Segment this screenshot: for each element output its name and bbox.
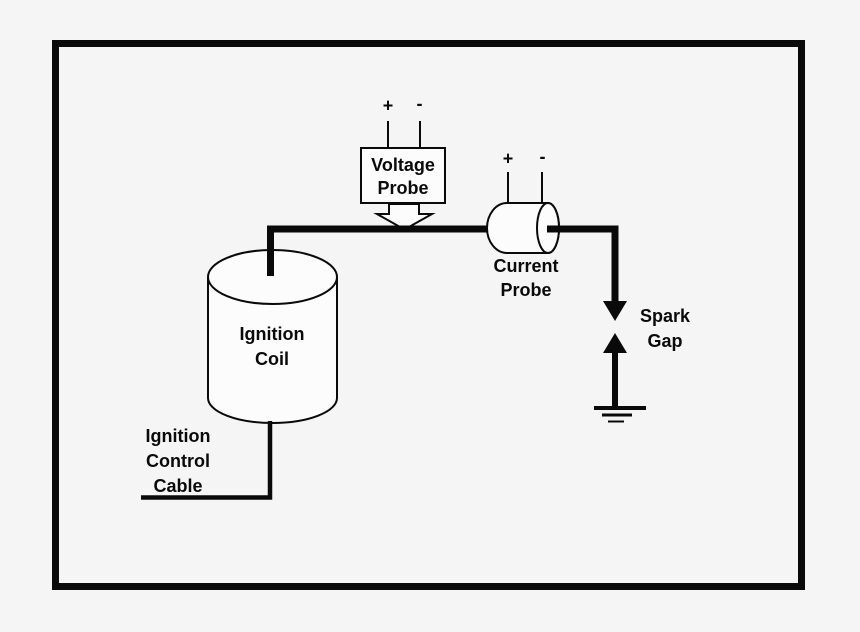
ground-icon — [594, 406, 646, 423]
spark-gap-arrow-up — [603, 333, 627, 353]
current-probe-minus: - — [539, 146, 546, 167]
ignition-control-cable-wire — [141, 421, 273, 500]
current-probe-label: Current Probe — [493, 256, 559, 300]
spark-gap-arrow-down — [603, 301, 627, 321]
voltage-probe-arrow — [373, 203, 436, 231]
ignition-control-cable-label: Ignition Control Cable — [145, 426, 211, 496]
spark-gap-label: Spark Gap — [639, 306, 691, 351]
ignition-coil-label: Ignition Coil — [239, 324, 305, 369]
ignition-coil-body — [207, 277, 338, 424]
outer-frame — [52, 40, 805, 590]
voltage-probe-minus: - — [416, 93, 423, 114]
current-probe-terminal-leads — [507, 172, 543, 203]
voltage-probe-terminal-leads — [387, 121, 421, 148]
voltage-probe-plus: + — [382, 95, 394, 116]
primary-wire — [267, 225, 619, 303]
voltage-probe-box — [360, 147, 446, 204]
voltage-probe-label: Voltage Probe — [371, 155, 435, 198]
current-probe-plus: + — [502, 148, 514, 169]
